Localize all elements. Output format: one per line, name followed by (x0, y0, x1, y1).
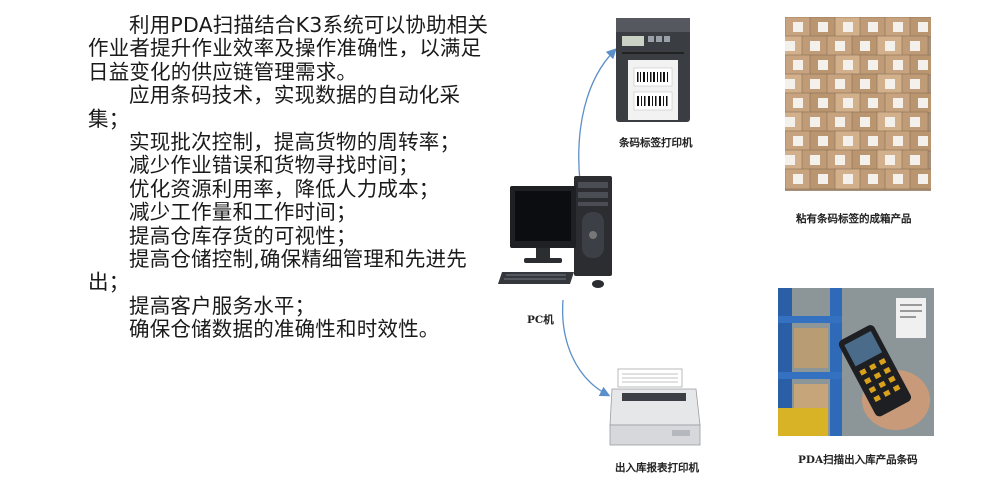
barcode-label (910, 117, 920, 127)
pc-caption: PC机 (527, 314, 554, 326)
paragraph-item: 确保仓储数据的准确性和时效性。 (129, 317, 440, 342)
barcode-label (918, 98, 928, 108)
arrow-to-label-printer (578, 48, 617, 183)
barcode-label (918, 60, 928, 70)
barcode-label (785, 41, 795, 51)
barcode-label (835, 155, 845, 165)
barcode-label (810, 117, 820, 127)
barcode-label (810, 41, 820, 51)
barcode-label (885, 117, 895, 127)
barcode-label (885, 41, 895, 51)
barcode-label (918, 22, 928, 32)
pda-scan-caption: PDA扫描出入库产品条码 (798, 454, 918, 466)
barcode-label (793, 60, 803, 70)
paragraph-item: 实现批次控制，提高货物的周转率； (129, 130, 461, 155)
barcode-label (910, 79, 920, 89)
barcode-label (818, 98, 828, 108)
barcode-label (860, 79, 870, 89)
barcode-label (910, 41, 920, 51)
barcode-label (893, 136, 903, 146)
paragraph-item: 减少作业错误和货物寻找时间； (129, 153, 419, 178)
paragraph-item: 减少工作量和工作时间； (129, 200, 357, 225)
barcode-label (893, 98, 903, 108)
barcode-label (785, 117, 795, 127)
barcode-label (868, 22, 878, 32)
barcode-label (810, 79, 820, 89)
barcode-label (835, 41, 845, 51)
barcode-label (835, 79, 845, 89)
barcode-label (893, 60, 903, 70)
barcode-label (885, 79, 895, 89)
barcode-label (860, 117, 870, 127)
barcode-label (918, 174, 928, 184)
arrow-to-report-printer (561, 299, 611, 397)
barcode-label (843, 174, 853, 184)
paragraph-item: 提高客户服务水平； (129, 293, 316, 318)
barcode-label (793, 98, 803, 108)
report-printer-caption: 出入库报表打印机 (615, 462, 699, 474)
barcode-label (868, 98, 878, 108)
barcode-label (843, 22, 853, 32)
pda-scan-image (778, 288, 934, 436)
barcode-label (810, 155, 820, 165)
barcode-label (893, 174, 903, 184)
report-printer-image (608, 365, 702, 451)
label-printer-image (612, 14, 694, 126)
barcode-label (860, 41, 870, 51)
barcode-label (868, 60, 878, 70)
barcode-label (818, 22, 828, 32)
barcode-label (860, 155, 870, 165)
paragraph-item: 提高仓库存货的可视性； (129, 223, 357, 248)
barcode-label (910, 155, 920, 165)
barcode-label (918, 136, 928, 146)
description-text: 利用PDA扫描结合K3系统可以协助相关作业者提升作业效率及操作准确性，以满足日益… (88, 13, 493, 342)
barcode-label (868, 174, 878, 184)
boxed-products-image (785, 17, 931, 191)
paragraph-item: 应用条码技术，实现数据的自动化采集； (88, 83, 461, 131)
label-printer-caption: 条码标签打印机 (619, 137, 693, 149)
paragraph-intro: 利用PDA扫描结合K3系统可以协助相关作业者提升作业效率及操作准确性，以满足日益… (88, 13, 489, 84)
barcode-label (793, 174, 803, 184)
paragraph-item: 提高仓储控制,确保精细管理和先进先出； (88, 247, 467, 295)
barcode-label (843, 98, 853, 108)
pc-image (498, 172, 616, 298)
barcode-label (818, 136, 828, 146)
barcode-label (793, 136, 803, 146)
barcode-label (818, 174, 828, 184)
barcode-label (785, 155, 795, 165)
paragraph-item: 优化资源利用率，降低人力成本； (129, 176, 440, 201)
barcode-label (793, 22, 803, 32)
barcode-label (885, 155, 895, 165)
boxed-products-caption: 粘有条码标签的成箱产品 (796, 213, 912, 225)
barcode-label (818, 60, 828, 70)
barcode-label (868, 136, 878, 146)
barcode-label (835, 117, 845, 127)
barcode-label (785, 79, 795, 89)
barcode-label (843, 60, 853, 70)
barcode-label (843, 136, 853, 146)
barcode-label (893, 22, 903, 32)
